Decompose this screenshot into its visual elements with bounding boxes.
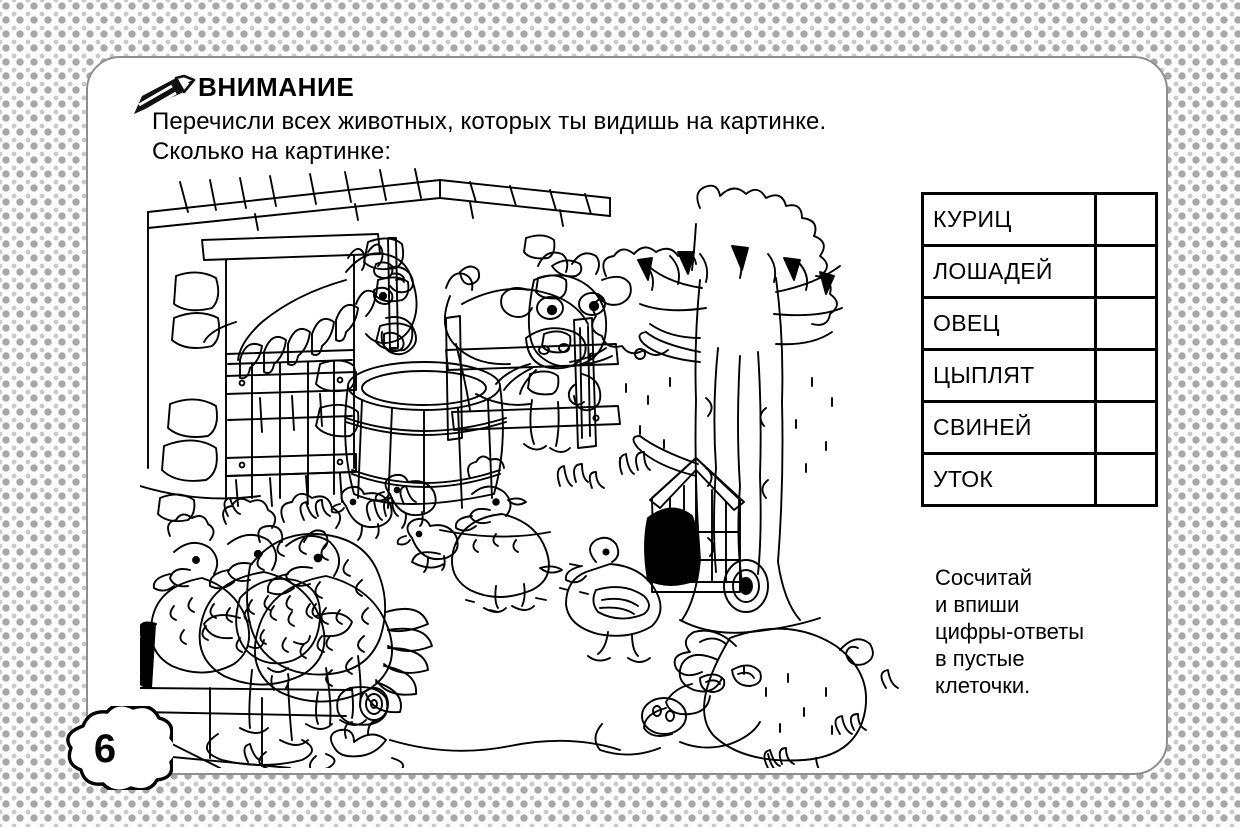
note-line-4: в пустые — [935, 646, 1025, 671]
answer-input-kuric[interactable] — [1094, 192, 1158, 247]
chickens — [140, 492, 433, 730]
chicks — [330, 473, 459, 573]
instruction-line-2: Сколько на картинке: — [152, 138, 392, 165]
ground-details — [140, 451, 899, 768]
note-line-5: клеточки. — [935, 673, 1031, 698]
table-row: ЛОШАДЕЙ — [921, 244, 1158, 299]
note-line-3: цифры-ответы — [935, 619, 1085, 644]
tree — [591, 184, 843, 634]
doghouse — [644, 457, 745, 593]
row-label-utok: УТОК — [921, 452, 1097, 507]
stable-door — [201, 233, 381, 507]
instruction-line-1: Перечисли всех животных, которых ты види… — [152, 108, 827, 135]
answers-table: КУРИЦ ЛОШАДЕЙ ОВЕЦ ЦЫПЛЯТ СВИНЕЙ — [921, 192, 1158, 507]
note-line-2: и впиши — [935, 592, 1020, 617]
row-label-sviney: СВИНЕЙ — [921, 400, 1097, 455]
row-label-loshadey: ЛОШАДЕЙ — [921, 244, 1097, 299]
log-fence — [140, 686, 389, 768]
barrel — [344, 361, 507, 513]
farmyard-illustration — [140, 168, 930, 768]
answer-input-utok[interactable] — [1094, 452, 1158, 507]
pig — [641, 627, 874, 768]
page-title: ВНИМАНИЕ — [198, 72, 355, 102]
table-row: СВИНЕЙ — [921, 400, 1158, 455]
row-label-cyplyat: ЦЫПЛЯТ — [921, 348, 1097, 403]
page-number-badge: 6 — [55, 706, 173, 790]
table-row: УТОК — [921, 452, 1158, 507]
horse — [203, 243, 418, 380]
row-label-kuric: КУРИЦ — [921, 192, 1097, 247]
barn-roof — [147, 168, 611, 231]
answer-input-sviney[interactable] — [1094, 400, 1158, 455]
page-number-text: 6 — [94, 727, 116, 771]
cow — [443, 251, 632, 453]
note-line-1: Сосчитай — [935, 565, 1032, 590]
answer-input-ovec[interactable] — [1094, 296, 1158, 351]
duck — [564, 536, 662, 663]
table-row: КУРИЦ — [921, 192, 1158, 247]
answer-input-cyplyat[interactable] — [1094, 348, 1158, 403]
table-row: ЦЫПЛЯТ — [921, 348, 1158, 403]
pencil-icon — [132, 74, 196, 120]
sheep — [203, 525, 387, 768]
worksheet-card: ВНИМАНИЕ Перечисли всех животных, которы… — [86, 56, 1168, 775]
hen-center — [411, 455, 550, 613]
answer-input-loshadey[interactable] — [1094, 244, 1158, 299]
instruction-note: Сосчитай и впиши цифры-ответы в пустые к… — [935, 564, 1084, 699]
answers-table-body: КУРИЦ ЛОШАДЕЙ ОВЕЦ ЦЫПЛЯТ СВИНЕЙ — [921, 192, 1158, 507]
row-label-ovec: ОВЕЦ — [921, 296, 1097, 351]
table-row: ОВЕЦ — [921, 296, 1158, 351]
